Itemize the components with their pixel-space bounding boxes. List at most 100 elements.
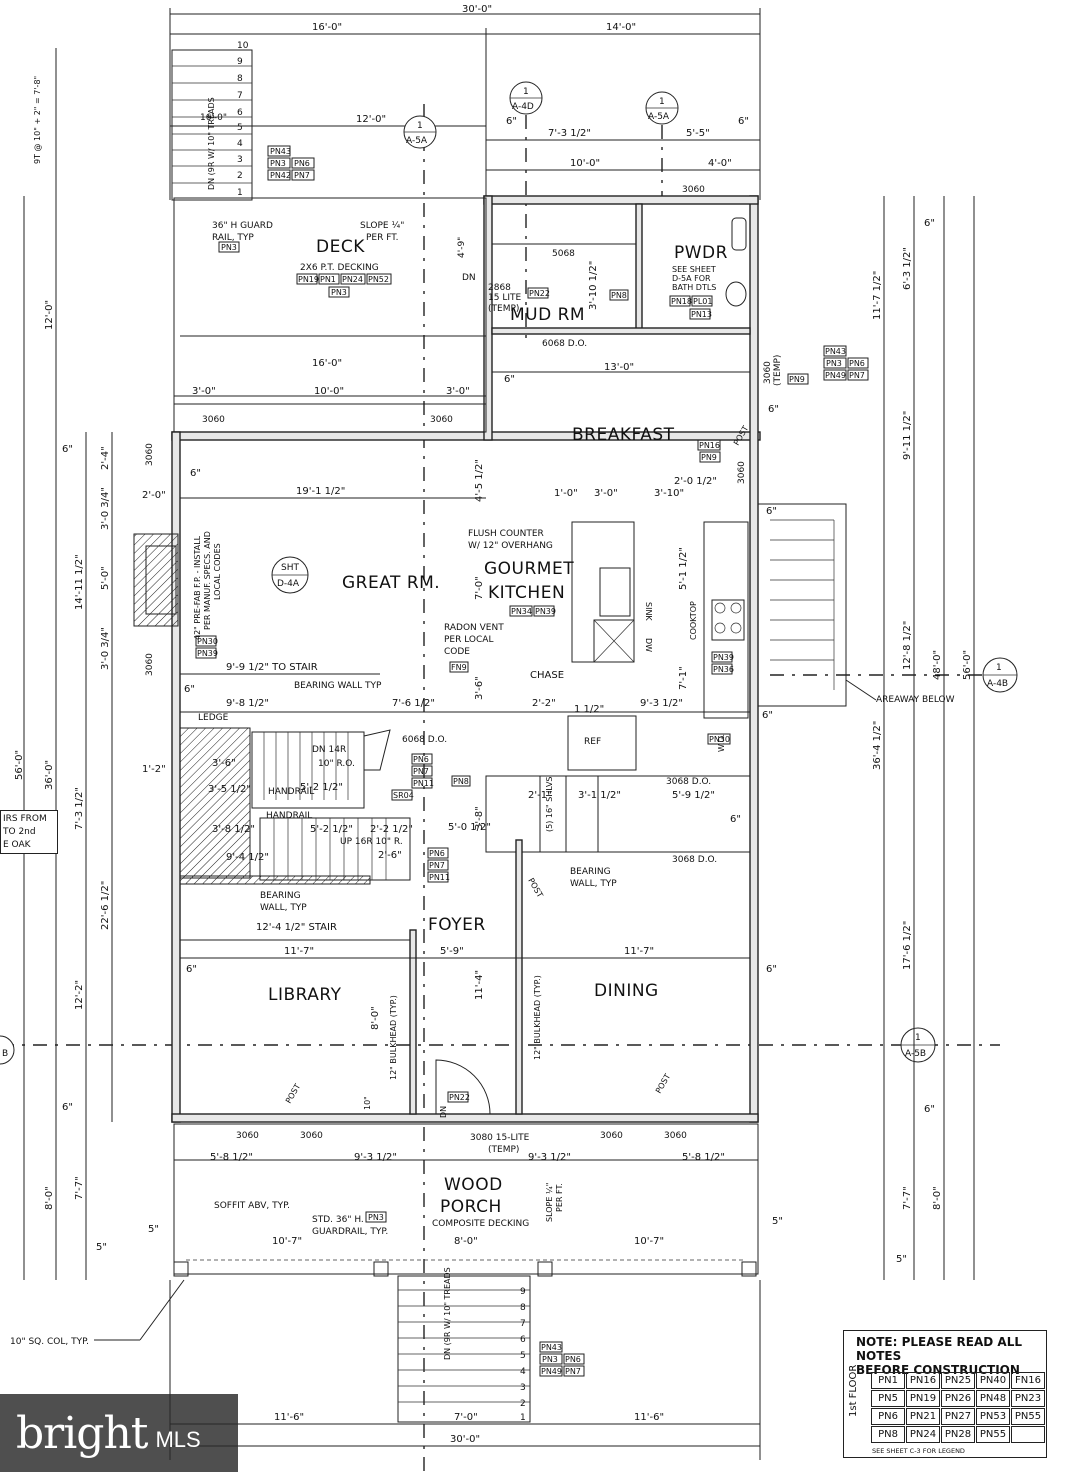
slope-note: SLOPE ¼" — [545, 1183, 554, 1222]
door-3060: 3060 — [682, 185, 705, 195]
win-3060: 3060 — [202, 415, 225, 425]
dim-2-0: 2'-0" — [142, 490, 166, 501]
dim-48-0: 48'-0" — [932, 650, 943, 680]
tag: PN9 — [701, 453, 717, 462]
dim-3-5: 3'-5 1/2" — [208, 784, 251, 795]
room-porch-2: PORCH — [440, 1197, 502, 1217]
rail-note: RAIL, TYP — [212, 233, 254, 243]
dim-2-0-half: 2'-0 1/2" — [674, 476, 717, 487]
dim-7-3: 7'-3 1/2" — [548, 128, 591, 139]
room-kitchen-1: GOURMET — [484, 559, 574, 579]
dim-3-0: 3'-0" — [594, 488, 618, 499]
dim-11-7: 11'-7" — [284, 946, 314, 957]
deck-decking-note: 2X6 P.T. DECKING — [300, 263, 379, 273]
deck-stair-note: DN (9R W/ 10" TREADS — [207, 97, 216, 190]
dim-3-6: 3'-6" — [212, 758, 236, 769]
dim-5-8: 5'-8 1/2" — [682, 1152, 725, 1163]
win-3060: 3060 — [664, 1131, 687, 1141]
dim-17-6: 17'-6 1/2" — [902, 921, 913, 970]
dim-10: 10" — [363, 1096, 372, 1110]
tag: PN43 — [825, 347, 846, 356]
room-breakfast: BREAKFAST — [572, 425, 675, 445]
dn-14r: DN 14R — [312, 745, 346, 755]
dim-6: 6" — [730, 814, 741, 825]
radon-note: PER LOCAL — [444, 635, 493, 645]
handrail-label: HANDRAIL — [268, 787, 314, 797]
dim-10-0: 10'-0" — [314, 386, 344, 397]
pwdr-note: SEE SHEET — [672, 265, 716, 274]
stair-num: 5 — [520, 1351, 526, 1361]
cooktop-label: COOKTOP — [689, 601, 698, 640]
room-mud: MUD RM — [510, 305, 585, 325]
sec-ref: B — [2, 1049, 8, 1059]
flush-note: FLUSH COUNTER — [468, 529, 544, 539]
composite-note: COMPOSITE DECKING — [432, 1219, 529, 1229]
fp-note: LOCAL CODES — [213, 543, 222, 600]
deck-stair: 10 9 8 7 6 5 4 3 2 1 DN (9R W/ 10" TREAD… — [171, 41, 315, 201]
note-cell: PN48 — [976, 1390, 1010, 1407]
room-dining: DINING — [594, 981, 659, 1001]
dim-11-7: 11'-7" — [624, 946, 654, 957]
dim-9-3: 9'-3 1/2" — [640, 698, 683, 709]
dim-7-6: 7'-6 1/2" — [392, 698, 435, 709]
stair-num: 8 — [520, 1303, 526, 1313]
section-b-left: B — [0, 1035, 15, 1065]
dim-2-6: 2'-6" — [378, 850, 402, 861]
dim-2-2: 2'-2 1/2" — [370, 824, 413, 835]
stair-num: 4 — [237, 139, 243, 149]
ref-label: REF — [584, 737, 601, 747]
guardrail-note: STD. 36" H. — [312, 1215, 364, 1225]
dim-6: 6" — [62, 1102, 73, 1113]
dim-top-left: 16'-0" — [312, 22, 342, 33]
dim-3-10: 3'-10" — [654, 488, 684, 499]
note-cell: PN55 — [1011, 1408, 1045, 1425]
tag: PN6 — [413, 755, 429, 764]
dim-56-0: 56'-0" — [962, 650, 973, 680]
radon-note: CODE — [444, 647, 470, 657]
note-cell: PN16 — [906, 1372, 940, 1389]
dim-6-3: 6'-3 1/2" — [902, 247, 913, 290]
dim-8-0: 8'-0" — [454, 1236, 478, 1247]
tag: PN7 — [849, 371, 865, 380]
dim-12-8: 12'-8 1/2" — [902, 621, 913, 670]
note-cell: PN27 — [941, 1408, 975, 1425]
note-cell: PN8 — [871, 1426, 905, 1443]
per-ft-note: PER FT. — [555, 1183, 564, 1212]
dim-bottom-right: 11'-6" — [634, 1412, 664, 1423]
tag: PN36 — [713, 665, 734, 674]
flush-note: W/ 12" OVERHANG — [468, 541, 553, 551]
right-dimensions: 11'-7 1/2" 6'-3 1/2" 9'-11 1/2" 12'-8 1/… — [872, 196, 975, 1280]
door-6068: 6068 D.O. — [542, 339, 587, 349]
win-3060: 3060 — [763, 361, 773, 384]
dim-16-0: 16'-0" — [312, 358, 342, 369]
win-3060: 3060 — [236, 1131, 259, 1141]
room-deck: DECK — [316, 237, 365, 257]
note-cell: PN24 — [906, 1426, 940, 1443]
stair-num: 7 — [520, 1319, 526, 1329]
logo-word: bright — [16, 1407, 148, 1459]
wo-label: W.O. — [717, 734, 726, 752]
sec-ref: A-5A — [648, 112, 670, 122]
guardrail-note: GUARDRAIL, TYP. — [312, 1227, 388, 1237]
stair-length: 12'-4 1/2" STAIR — [256, 922, 337, 933]
dim-4-9: 4'-9" — [457, 237, 467, 258]
sec-num: 1 — [417, 121, 423, 131]
dim-12-0-side: 12'-0" — [44, 300, 55, 330]
dim-bottom-left: 11'-6" — [274, 1412, 304, 1423]
dim-5-9: 5'-9 1/2" — [672, 790, 715, 801]
tag: PN49 — [541, 1367, 562, 1376]
section-a5a-left: 1 A-5A — [403, 115, 437, 149]
dim-10-7: 10'-7" — [272, 1236, 302, 1247]
dim-6: 6" — [768, 404, 779, 415]
porch-stair: 9 8 7 6 5 4 3 2 1 DN (9R W/ 10" TREADS P… — [397, 1267, 585, 1423]
radon-note: RADON VENT — [444, 623, 504, 633]
dim-7-7: 7'-7" — [902, 1186, 913, 1210]
stair-num: 6 — [237, 108, 243, 118]
tag: PN3 — [221, 243, 237, 252]
dim-width-total: 30'-0" — [462, 4, 492, 15]
note-cell — [1011, 1426, 1045, 1443]
dim-19-1: 19'-1 1/2" — [296, 486, 345, 497]
dim-9-3: 9'-3 1/2" — [528, 1152, 571, 1163]
riser-calc: 9T @ 10" + 2" = 7'-8" — [33, 76, 42, 164]
